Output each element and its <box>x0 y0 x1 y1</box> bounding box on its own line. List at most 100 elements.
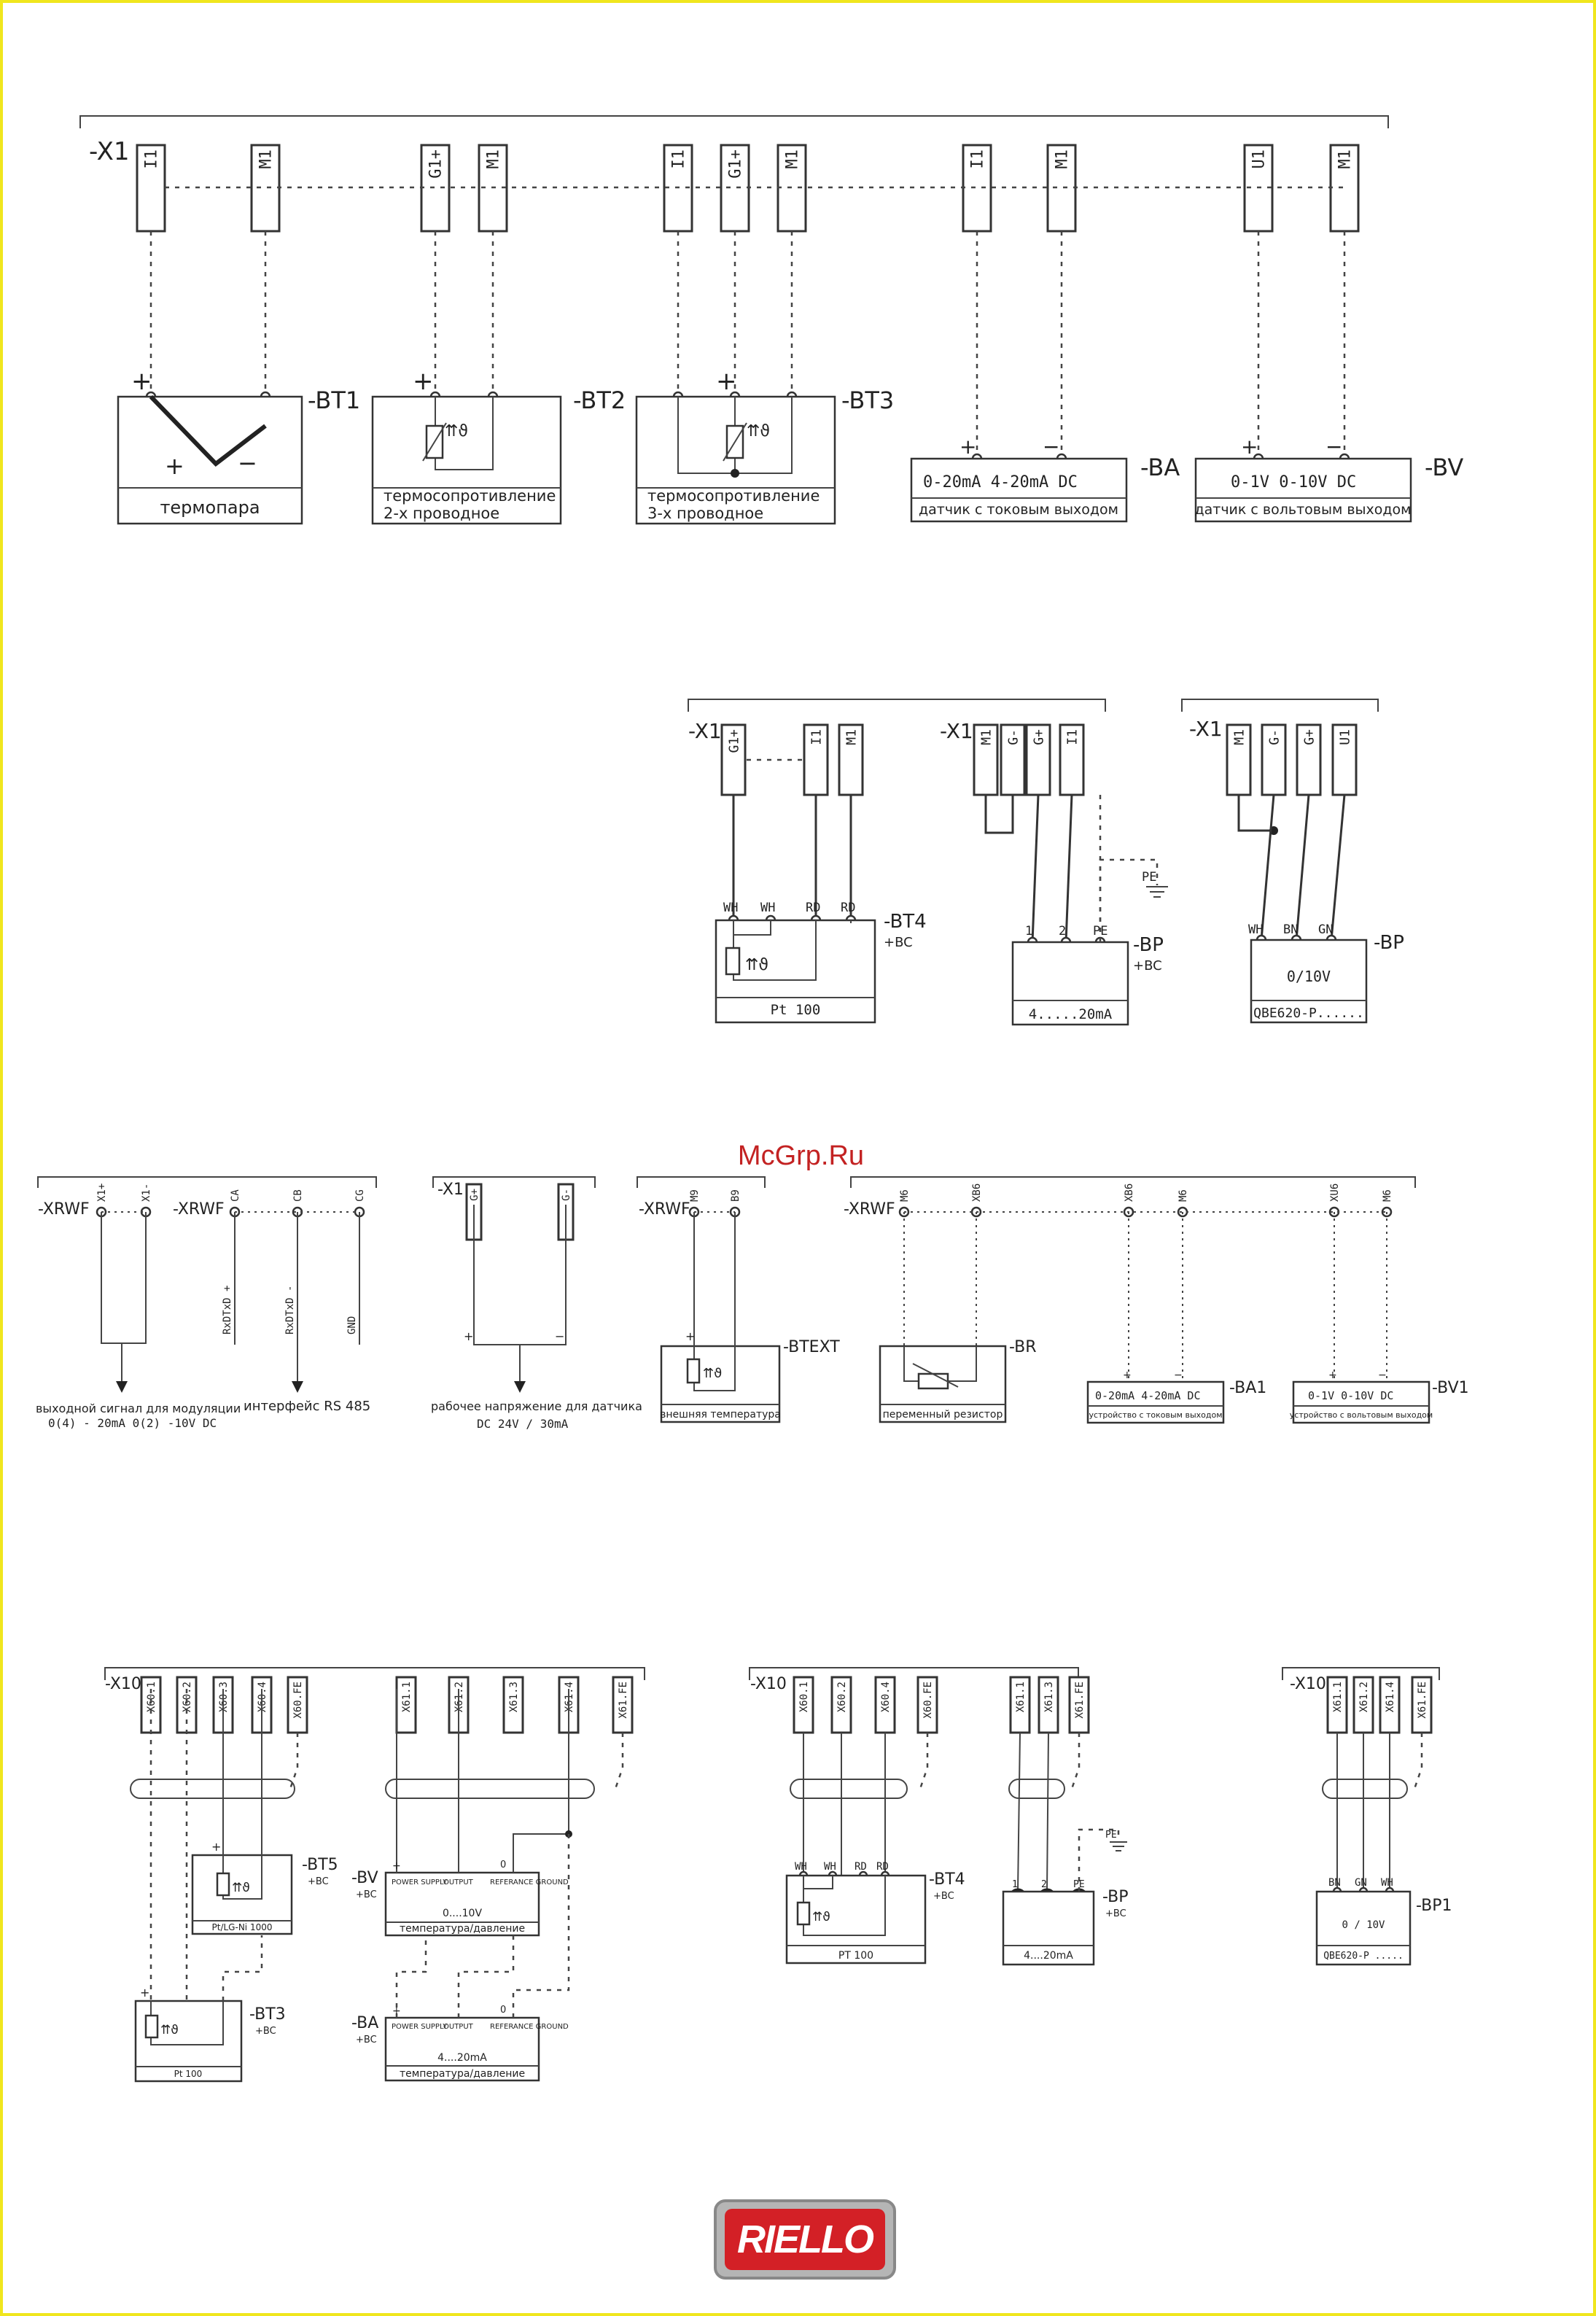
xrwf-terminal-label-4-1: M6 <box>1177 1189 1189 1202</box>
top-terminal-4-label: I1 <box>670 149 688 169</box>
bbp1-box <box>1315 1890 1412 1966</box>
bbt4-resistor-icon <box>796 1901 811 1926</box>
xrwf-mod-arrowhead <box>116 1381 128 1393</box>
btext-tag: -BTEXT <box>783 1338 840 1356</box>
xrwf-label-b: -XRWF <box>173 1200 225 1219</box>
ba-current-sensor: + − 0-20mA 4-20mA DC датчик с токовым вы… <box>910 435 1180 523</box>
bbv-col-2: OUTPUT <box>443 1878 474 1886</box>
bottom-bt5: ⇈ϑ + -BT5 +BC Pt/LG-Ni 1000 <box>191 1689 338 1935</box>
xrwf-bracket-a <box>37 1176 377 1188</box>
mid-bt4-bc: +BC <box>884 935 913 950</box>
bba-plus: + <box>392 2005 401 2017</box>
mid-bt4: ⇈ϑ -BT4 +BC Pt 100 <box>715 758 927 1024</box>
bbt4-wire-label-1: WH <box>824 1861 836 1873</box>
ba-tag: -BA <box>1140 454 1180 481</box>
xrwf-bracket-b <box>432 1176 596 1188</box>
shield-b <box>385 1779 595 1799</box>
mid-qbe-bridge <box>1237 795 1274 832</box>
mid-qbe-wire-label-2: GN <box>1318 922 1333 937</box>
shield-e <box>1322 1779 1408 1799</box>
mid-bt4-bridge <box>733 920 771 936</box>
top-terminal-5-body <box>720 144 750 233</box>
bbp-pe: PE <box>1105 1830 1117 1841</box>
bba-bc: +BC <box>356 2035 377 2045</box>
xrwf-supply: + − рабочее напряжение для датчика DC 24… <box>431 1205 642 1431</box>
bottom-mid-terminal-4-body <box>1009 1676 1031 1734</box>
mid-bp-wire-1 <box>1064 794 1073 943</box>
xrwf-rs485: RxDTxD + RxDTxD - GND интерфейс RS 485 <box>222 1212 370 1414</box>
bba-zero: 0 <box>500 2005 506 2016</box>
xrwf-terminal-label-1-0: CA <box>230 1189 241 1202</box>
btext-plus: + <box>685 1329 695 1343</box>
bt5-bc: +BC <box>308 1876 329 1887</box>
mid-bp-terminal-2-label: G+ <box>1031 729 1046 745</box>
bt2-box <box>371 395 562 525</box>
mid-qbe-label: QBE620-P...... <box>1253 1006 1364 1021</box>
bt5-label: Pt/LG-Ni 1000 <box>212 1922 273 1932</box>
bv-plus: + <box>1241 435 1258 459</box>
mid-bp: PE -BP +BC 4.....20mA <box>1011 858 1168 1026</box>
xrwf-mod-caption2: 0(4) - 20mA 0(2) -10V DC <box>48 1416 217 1430</box>
bbt4-wire-label-2: RD <box>855 1861 867 1873</box>
mid-x1-c: -X1 <box>1189 717 1223 741</box>
bbp-bc: +BC <box>1105 1908 1126 1919</box>
bottom-ba: + 0 POWER SUPPLY OUTPUT REFERANCE GROUND… <box>351 1834 570 2082</box>
bba-wire-2 <box>457 1935 515 2018</box>
bottom-bv: + 0 POWER SUPPLY OUTPUT REFERANCE GROUND… <box>351 1689 572 1937</box>
xrwf-mod-loop <box>101 1212 147 1344</box>
rs485-arrowhead <box>292 1381 303 1393</box>
bottom-bracket-c <box>1282 1667 1440 1680</box>
ba1-minus: − <box>1174 1369 1183 1381</box>
ba1-box <box>1086 1380 1225 1424</box>
bbv-box <box>384 1871 540 1937</box>
xrwf-br: -BR переменный резистор <box>879 1212 1037 1423</box>
bbp-pin-0: 1 <box>1012 1879 1018 1890</box>
riello-logo: RIELLO <box>714 2199 896 2280</box>
bbp1-label: QBE620-P ..... <box>1323 1951 1404 1962</box>
shield-d <box>1008 1779 1065 1799</box>
xrwf-terminal-label-0-0: X1+ <box>96 1184 108 1202</box>
bbp-pin-1: 2 <box>1041 1879 1047 1890</box>
xrwf-terminal-label-3-0: M6 <box>899 1189 911 1202</box>
bbp-pe-wire <box>1078 1828 1120 1892</box>
bbt3-bc: +BC <box>255 2026 276 2037</box>
mid-bp2-terminal-2-body <box>1296 723 1322 796</box>
bt3-junction <box>731 469 739 478</box>
cable-shields <box>130 1779 1408 1799</box>
bottom-left-terminal-4-label: X60.FE <box>292 1682 304 1719</box>
bv1-range: 0-1V 0-10V DC <box>1308 1389 1393 1402</box>
top-terminal-1-label: M1 <box>257 149 276 169</box>
top-terminal-8-label: M1 <box>1054 149 1072 169</box>
bbv-col-1: POWER SUPPLY <box>392 1878 448 1886</box>
bv-voltage-sensor: + − 0-1V 0-10V DC датчик с вольтовым вых… <box>1194 435 1463 523</box>
mid-bp-pin-0: 1 <box>1025 924 1032 939</box>
ba-range: 0-20mA 4-20mA DC <box>923 473 1078 491</box>
mid-bt4-wire-label-2: RD <box>806 901 820 915</box>
bottom-left-terminal-9-label: X61.FE <box>618 1682 629 1719</box>
ba-box <box>910 457 1128 523</box>
mid-bp-wire-0 <box>1031 794 1040 943</box>
bt1-plus-top: + <box>131 367 152 396</box>
top-terminal-7-label: I1 <box>969 149 987 169</box>
bt5-loop <box>222 1689 262 1900</box>
bt1-minus: − <box>238 449 257 477</box>
rs485-signal-2: RxDTxD - <box>284 1286 296 1334</box>
top-terminal-10-body <box>1329 144 1360 233</box>
bottom-mid-terminal-2-body <box>874 1676 896 1734</box>
bottom-x10-c: -X10 <box>1290 1675 1326 1693</box>
xrwf-label-c: -XRWF <box>639 1200 690 1219</box>
top-bracket <box>79 115 1389 128</box>
mid-qbe-wire-0 <box>1260 794 1275 941</box>
bbp1-wire-label-2: WH <box>1381 1877 1393 1889</box>
mid-qbe-wire-label-1: BN <box>1283 922 1298 937</box>
bottom-left-terminal-5-label: X61.1 <box>401 1682 413 1712</box>
mid-bp-qbe: 0/10V QBE620-P...... -BP <box>1250 932 1404 1024</box>
mid-bp2-terminal-0-body <box>1226 723 1252 796</box>
mid-bt4-resistor-icon <box>725 947 741 976</box>
bbt4-wire-label-0: WH <box>795 1861 807 1873</box>
bottom-right-terminal-0-label: X61.1 <box>1332 1682 1344 1712</box>
